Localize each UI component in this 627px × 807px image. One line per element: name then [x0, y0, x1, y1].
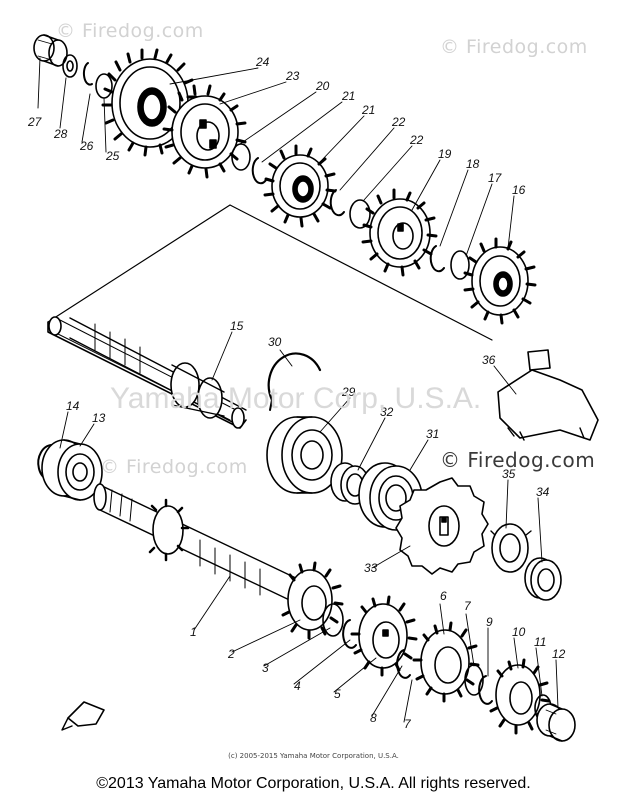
callout-10: 10 — [512, 625, 526, 639]
callout-labels: 1677823459101112131415161718192121222022… — [27, 55, 566, 731]
callout-21: 21 — [341, 89, 355, 103]
callout-13: 13 — [92, 411, 106, 425]
circlip-30 — [267, 352, 322, 402]
drive-axle-1 — [93, 483, 301, 606]
bearing-13 — [41, 439, 103, 501]
callout-20: 20 — [315, 79, 330, 93]
callout-26: 26 — [79, 139, 94, 153]
circlip-4 — [342, 619, 357, 649]
callout-35: 35 — [502, 467, 516, 481]
nut-34 — [524, 557, 562, 601]
needle-bearing-12 — [536, 703, 576, 742]
callout-34: 34 — [536, 485, 550, 499]
callout-25: 25 — [105, 149, 120, 163]
gear-20 — [263, 144, 337, 228]
callout-22: 22 — [409, 133, 424, 147]
callout-9: 9 — [486, 615, 493, 629]
gear-5 — [350, 595, 418, 677]
callout-16: 16 — [512, 183, 526, 197]
needle-bearing-27 — [33, 34, 68, 67]
circlip-8 — [396, 649, 411, 679]
callout-4: 4 — [294, 679, 301, 693]
gear-10 — [489, 658, 551, 735]
callout-19: 19 — [438, 147, 452, 161]
washer-22-upper — [231, 143, 251, 171]
gear-6 — [412, 621, 480, 703]
circlip-9 — [478, 675, 493, 705]
washer-25 — [95, 73, 113, 99]
sprocket-33 — [395, 477, 489, 575]
callout-17: 17 — [488, 171, 503, 185]
callout-7: 7 — [404, 717, 412, 731]
circlip-21-upper — [251, 157, 267, 185]
front-arrow-icon — [61, 701, 105, 731]
main-shaft-15 — [47, 316, 247, 429]
callout-11: 11 — [534, 635, 546, 649]
callout-31: 31 — [426, 427, 439, 441]
callout-36: 36 — [482, 353, 496, 367]
watermark-mid-left: © Firedog.com — [100, 456, 248, 478]
lock-washer-35 — [490, 523, 532, 573]
callout-33: 33 — [364, 561, 378, 575]
callout-1: 1 — [190, 625, 197, 639]
callout-29: 29 — [341, 385, 356, 399]
callout-18: 18 — [466, 157, 480, 171]
callout-14: 14 — [66, 399, 80, 413]
callout-12: 12 — [552, 647, 566, 661]
callout-21: 21 — [361, 103, 375, 117]
gear-2 — [281, 561, 344, 640]
callout-3: 3 — [262, 661, 269, 675]
callout-22: 22 — [391, 115, 406, 129]
copyright-notice: ©2013 Yamaha Motor Corporation, U.S.A. A… — [96, 775, 531, 792]
callout-2: 2 — [227, 647, 235, 661]
callout-32: 32 — [380, 405, 394, 419]
washer-28 — [62, 54, 78, 78]
gear-19 — [361, 188, 438, 277]
bearing-29 — [266, 416, 343, 494]
upper-parts-box — [47, 204, 493, 341]
watermark-top-left: © Firedog.com — [56, 20, 204, 42]
washer-17 — [450, 250, 470, 280]
watermark-center: Yamaha Motor Corp, U.S.A. — [110, 382, 482, 415]
callout-5: 5 — [334, 687, 341, 701]
gear-23 — [162, 84, 247, 179]
circlip-26 — [82, 62, 93, 86]
collar-32 — [330, 462, 370, 505]
callout-30: 30 — [268, 335, 282, 349]
diagram-copyright: (c) 2005-2015 Yamaha Motor Corporation, … — [228, 752, 399, 760]
washer-3 — [322, 603, 344, 637]
callout-7: 7 — [464, 599, 472, 613]
callout-28: 28 — [53, 127, 68, 141]
circlip-21-lower — [329, 189, 345, 217]
leader-lines — [37, 57, 559, 723]
callout-27: 27 — [27, 115, 43, 129]
washer-22-lower — [349, 199, 371, 229]
circlip-18 — [429, 245, 445, 273]
gear-16 — [463, 237, 537, 325]
callout-8: 8 — [370, 711, 377, 725]
watermark-top-right: © Firedog.com — [440, 36, 588, 58]
callout-24: 24 — [255, 55, 270, 69]
watermark-mid-right: © Firedog.com — [440, 448, 596, 472]
plate-36 — [497, 349, 599, 441]
callout-15: 15 — [230, 319, 244, 333]
callout-6: 6 — [440, 589, 447, 603]
callout-23: 23 — [285, 69, 300, 83]
